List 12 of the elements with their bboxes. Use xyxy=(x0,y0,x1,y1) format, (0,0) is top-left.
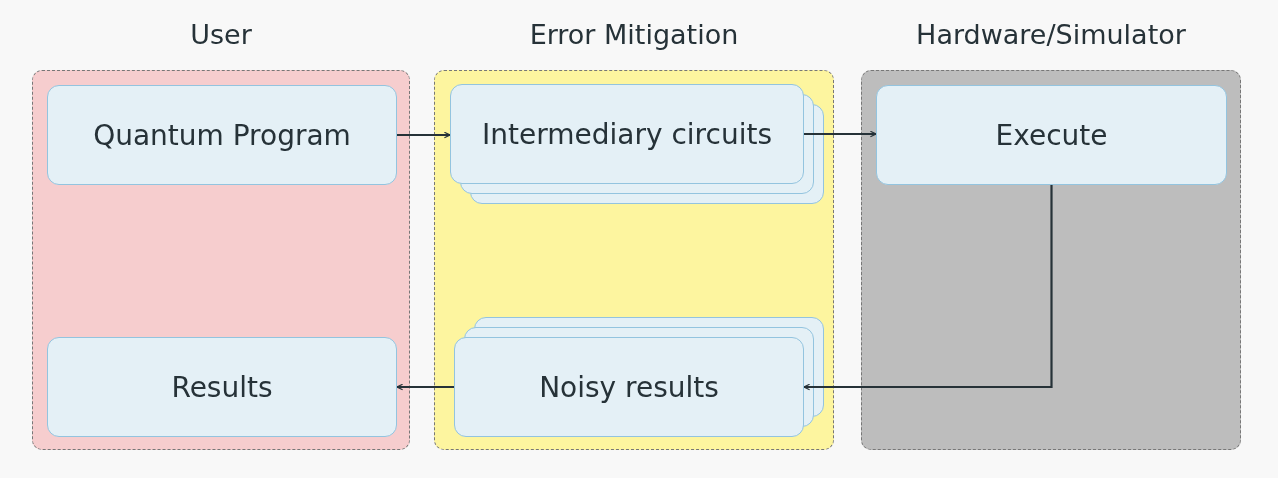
process-box: Results xyxy=(47,337,397,437)
group-heading: Hardware/Simulator xyxy=(916,19,1186,50)
group-heading: Error Mitigation xyxy=(529,19,739,50)
process-box: Noisy results xyxy=(454,337,804,437)
process-box: Quantum Program xyxy=(47,85,397,185)
arrow xyxy=(803,185,1053,391)
process-box: Intermediary circuits xyxy=(450,84,804,184)
arrow xyxy=(397,131,451,139)
arrow xyxy=(804,130,877,138)
process-box: Execute xyxy=(876,85,1227,185)
group-heading: User xyxy=(190,19,252,50)
arrow xyxy=(396,383,454,391)
